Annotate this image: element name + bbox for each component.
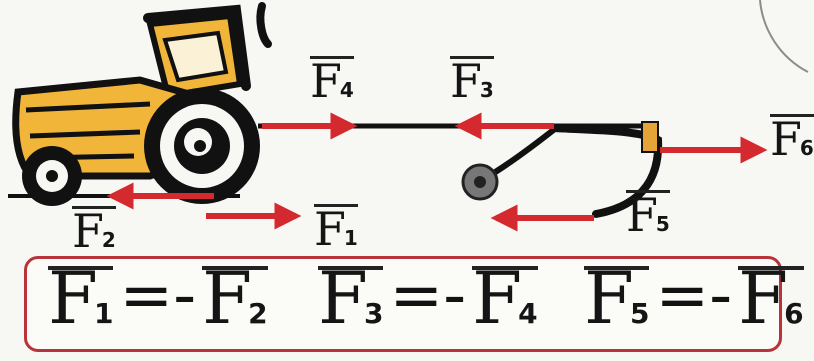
label-f2: F2 [72, 204, 116, 258]
eq-term-right: F6 [738, 256, 804, 340]
equation-f1-f2: F1 =- F2 [48, 262, 268, 334]
label-f6: F6 [770, 112, 814, 166]
equations-box [24, 256, 782, 352]
force-arrows [106, 112, 768, 232]
equation-f5-f6: F5 =- F6 [584, 262, 804, 334]
eq-term-left: F3 [318, 256, 384, 340]
eq-operator: =- [119, 259, 197, 333]
background-arc [759, 0, 809, 73]
equation-f3-f4: F3 =- F4 [318, 262, 538, 334]
label-f1: F1 [314, 202, 358, 256]
label-f3: F3 [450, 54, 494, 108]
label-f5: F5 [626, 188, 670, 242]
label-f4: F4 [310, 54, 354, 108]
plough-icon [461, 121, 663, 218]
eq-term-right: F4 [472, 256, 538, 340]
eq-operator: =- [655, 259, 733, 333]
eq-term-right: F2 [202, 256, 268, 340]
tractor-icon [8, 2, 272, 206]
eq-term-left: F1 [48, 256, 114, 340]
eq-operator: =- [389, 259, 467, 333]
eq-term-left: F5 [584, 256, 650, 340]
